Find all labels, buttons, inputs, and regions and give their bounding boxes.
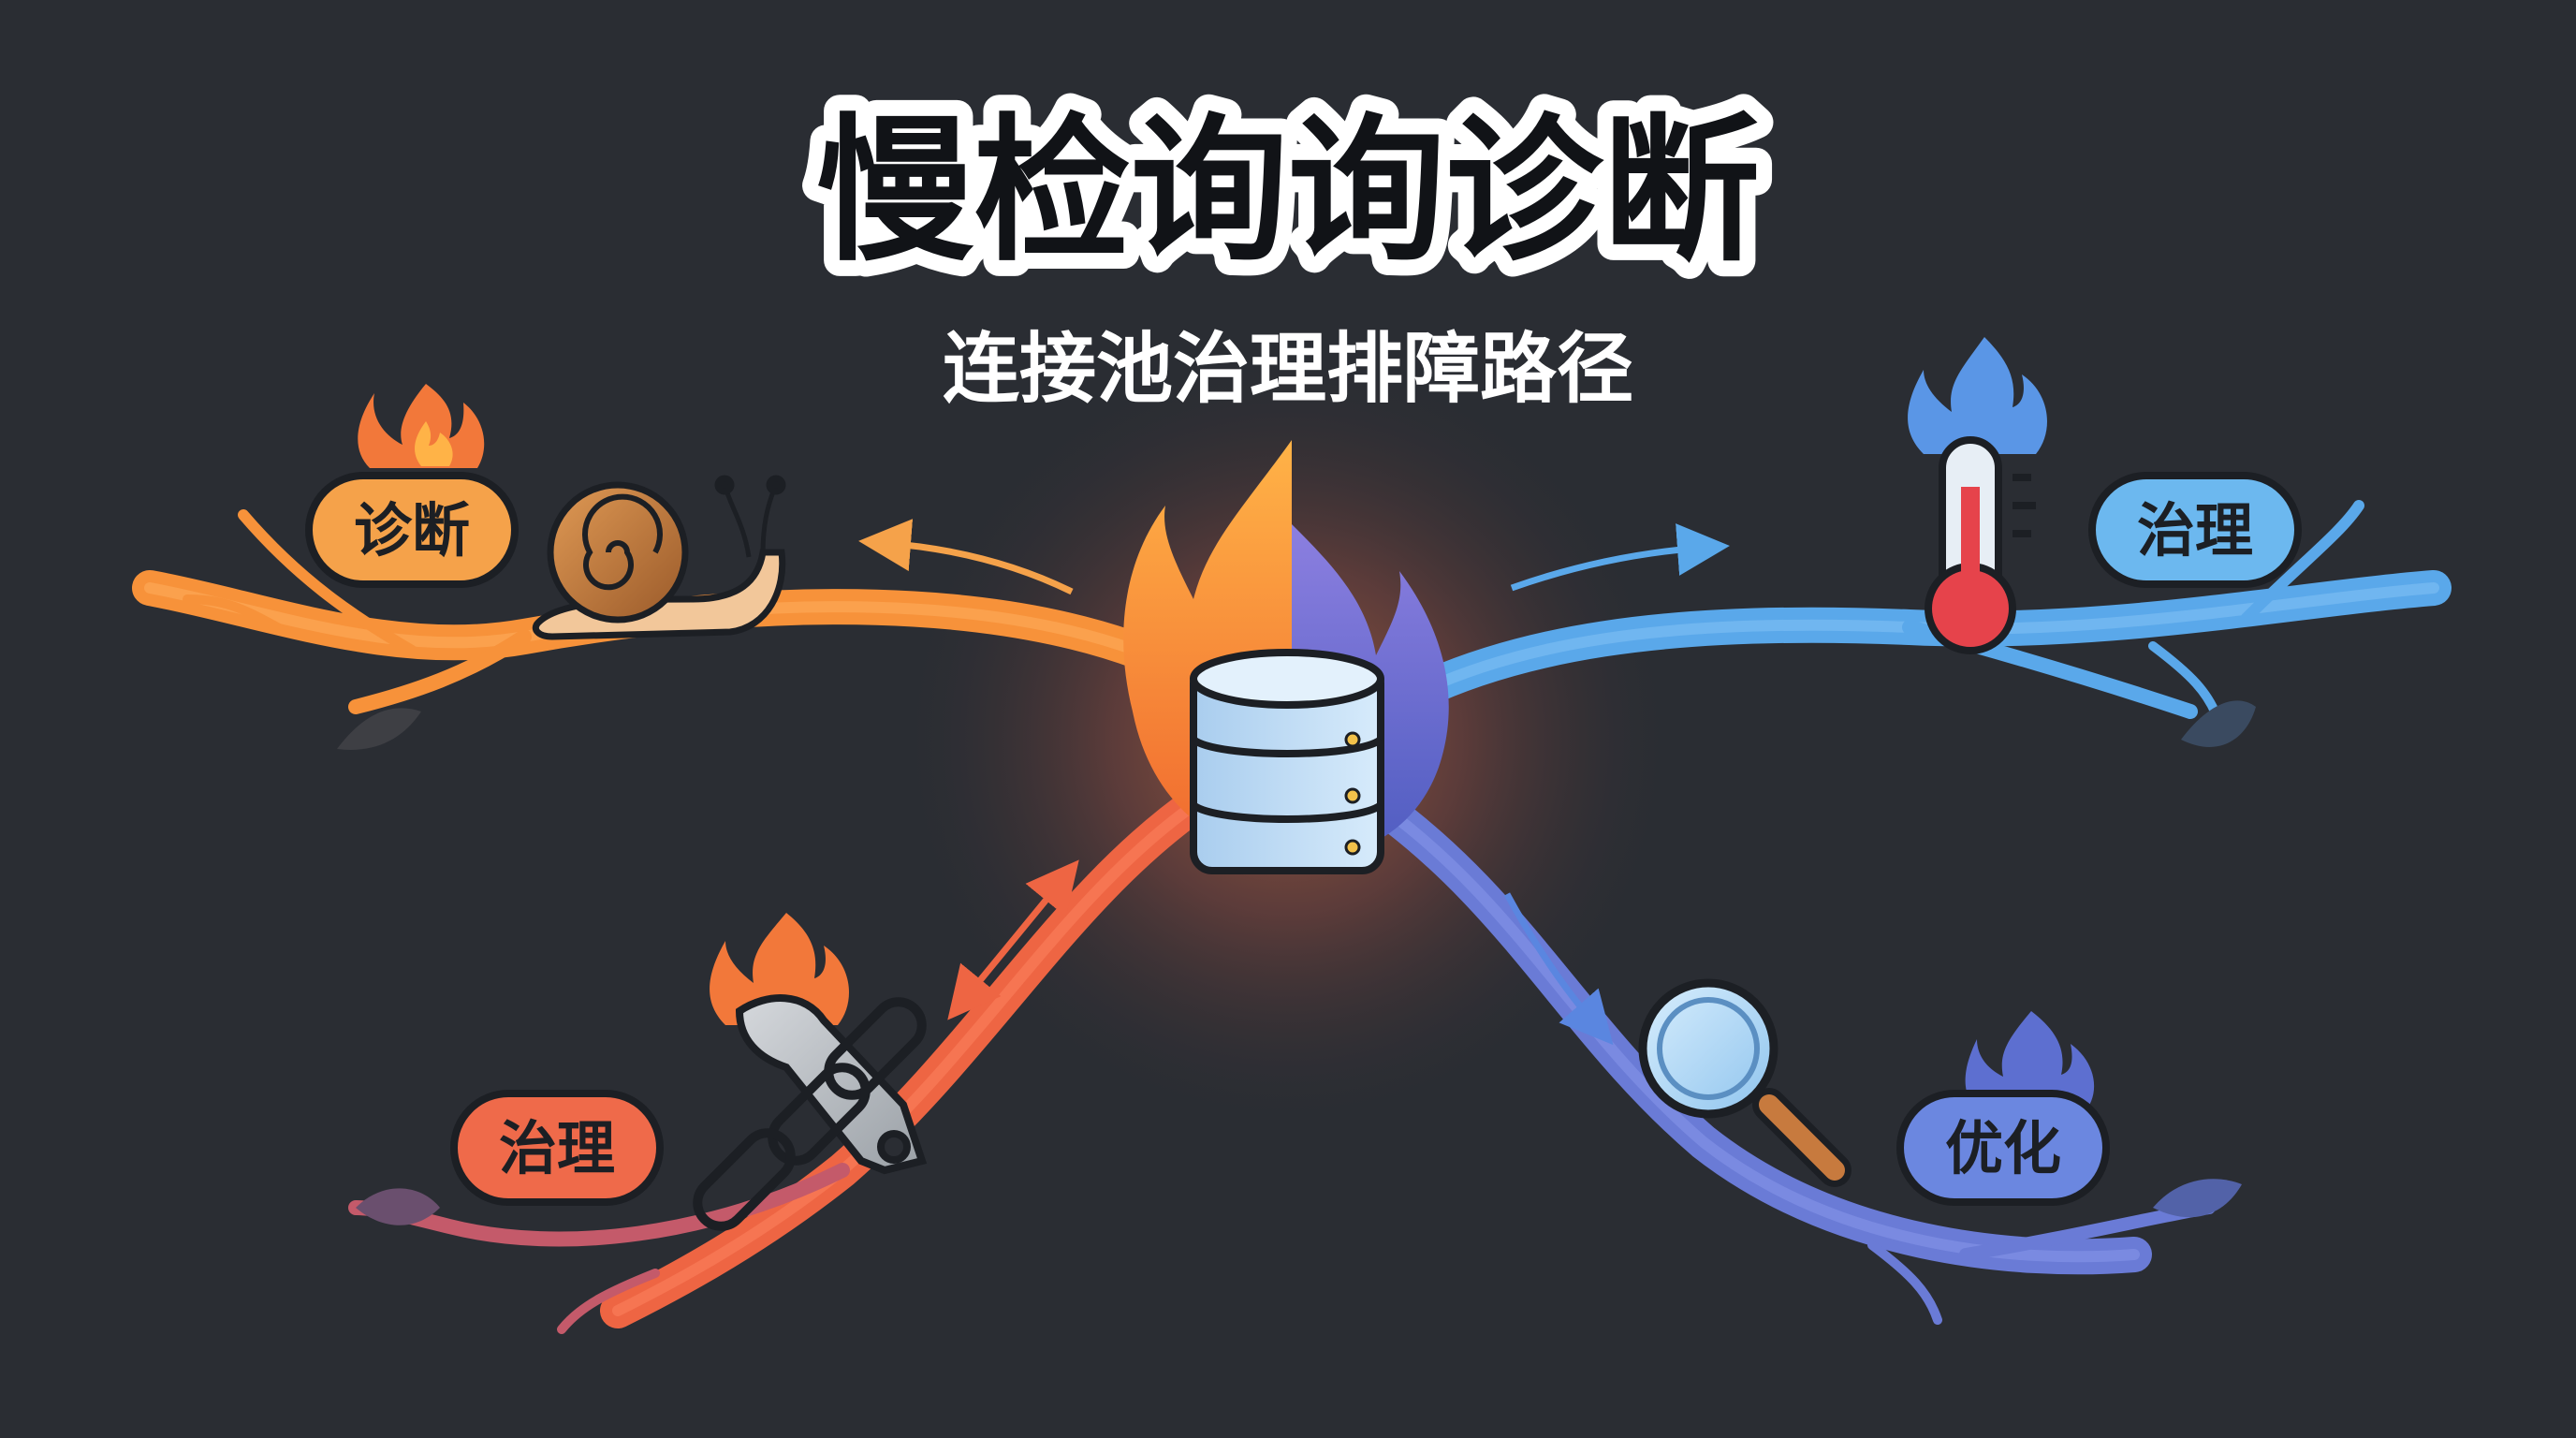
page-subtitle: 连接池治理排障路径 xyxy=(943,325,1633,414)
flame-icon xyxy=(1965,1011,2095,1114)
leaf-icon xyxy=(356,1188,440,1225)
pill-top-left: 诊断 xyxy=(305,472,519,588)
arrow-icon xyxy=(1503,892,1614,1046)
arrow-icon xyxy=(1510,523,1730,592)
pill-top-right: 治理 xyxy=(2088,472,2302,588)
pill-label-top-left: 诊断 xyxy=(354,496,470,565)
leaf-icon xyxy=(337,708,421,750)
page-title: 慢检询询诊断 xyxy=(816,99,1760,283)
pill-label-bottom-right: 优化 xyxy=(1945,1114,2061,1182)
pill-bottom-right: 优化 xyxy=(1896,1090,2110,1206)
flame-icon-inner xyxy=(415,421,453,466)
flame-icon xyxy=(710,913,849,1025)
flame-icon xyxy=(358,384,485,468)
flame-icon xyxy=(1908,337,2047,454)
wrench-chain-icon xyxy=(693,994,928,1231)
arrow-icon xyxy=(858,519,1074,595)
double-arrow-icon xyxy=(947,859,1079,1020)
snail-icon xyxy=(532,475,786,640)
thermometer-icon xyxy=(1925,436,2036,654)
leaf-icon xyxy=(2181,700,2256,747)
pill-label-top-right: 治理 xyxy=(2137,496,2253,565)
leaf-icon xyxy=(2153,1179,2242,1218)
database-icon xyxy=(1190,649,1384,874)
pill-bottom-left: 治理 xyxy=(450,1090,664,1206)
pill-label-bottom-left: 治理 xyxy=(499,1114,615,1182)
magnifier-icon xyxy=(1638,978,1852,1187)
